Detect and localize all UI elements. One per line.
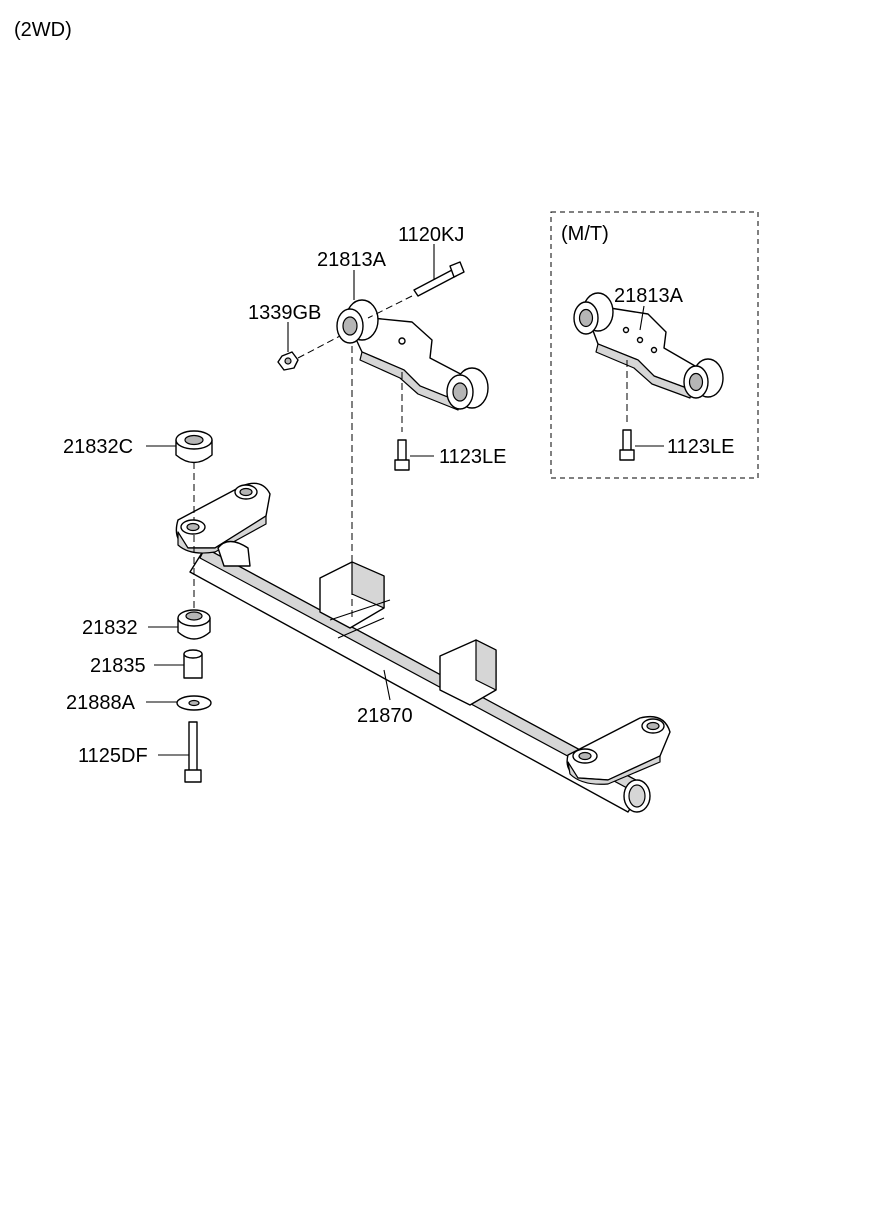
inset-label-1123LE: 1123LE [667,436,734,458]
label-1120KJ: 1120KJ [398,224,464,246]
inset-mt: (M/T) 21813A 1123LE [550,211,759,479]
label-21813A: 21813A [317,249,387,271]
label-1339GB: 1339GB [248,302,321,324]
inset-frame [550,211,759,479]
label-1123LE: 1123LE [439,446,506,468]
inset-bracket-21813A [573,292,724,399]
sleeve-21835 [183,649,203,679]
inset-label-21813A: 21813A [614,285,684,307]
label-21835: 21835 [90,655,146,677]
label-21832: 21832 [82,617,138,639]
inset-title: (M/T) [561,223,609,245]
label-1125DF: 1125DF [78,745,148,767]
assembly-lines [193,295,413,620]
bolt-1123LE [394,439,410,471]
label-21832C: 21832C [63,436,133,458]
bushing-21832C [175,430,213,464]
variant-label: (2WD) [14,19,72,41]
bushing-21832 [177,609,211,640]
label-21888A: 21888A [66,692,136,714]
bracket-21813A [336,299,489,411]
washer-21888A [176,695,212,711]
crossmember-21870 [175,482,671,813]
inset-bolt-1123LE [619,429,635,461]
nut-1339GB [277,351,299,371]
bolt-1120KJ [413,261,465,297]
leader-lines [146,244,435,756]
label-21870: 21870 [357,705,413,727]
bolt-1125DF [184,721,202,783]
